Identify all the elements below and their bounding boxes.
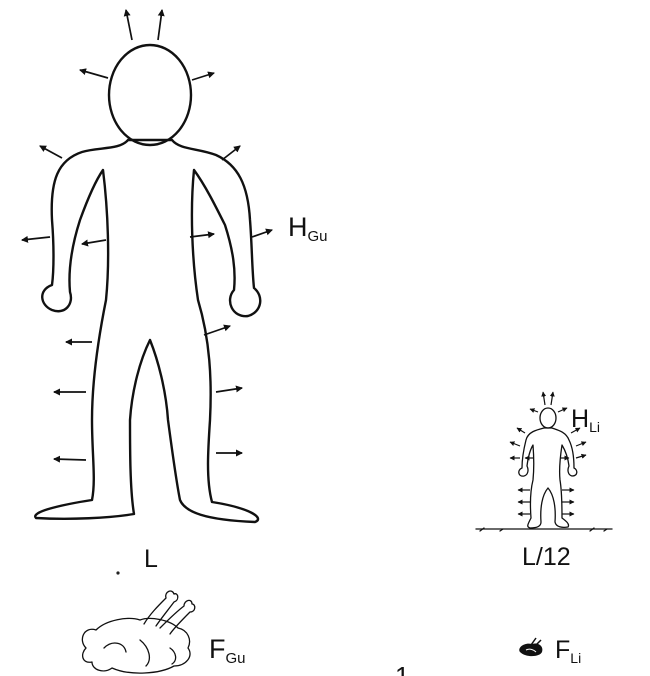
arrow-icon <box>80 70 108 78</box>
arrow-icon <box>216 388 242 392</box>
tiny-roast-chicken-icon <box>519 638 542 656</box>
large-head <box>109 45 191 145</box>
small-head <box>540 408 556 428</box>
arrow-icon <box>252 230 272 237</box>
arrow-icon <box>558 408 567 412</box>
small-size-label: L/12 <box>522 543 571 571</box>
arrow-icon <box>40 146 62 158</box>
roast-chicken-icon <box>82 591 194 673</box>
arrow-icon <box>158 10 162 40</box>
stray-dot <box>116 571 119 574</box>
small-heat-label: HLi <box>571 405 600 435</box>
arrow-icon <box>517 428 525 433</box>
arrow-icon <box>543 392 545 405</box>
large-size-label: L <box>144 545 158 573</box>
large-heat-label: HGu <box>288 212 328 245</box>
arrow-icon <box>82 240 106 244</box>
arrow-icon <box>22 237 50 240</box>
small-food-label: FLi <box>555 636 581 666</box>
footer-digit: 1 <box>395 661 409 676</box>
arrow-icon <box>54 459 86 460</box>
arrow-icon <box>510 442 520 446</box>
small-body-outline <box>519 428 577 528</box>
arrow-icon <box>126 10 132 40</box>
large-food-label: FGu <box>209 634 246 667</box>
arrow-icon <box>190 234 214 237</box>
arrow-icon <box>222 146 240 160</box>
large-body-outline <box>35 140 260 522</box>
large-person-icon <box>35 45 260 522</box>
arrow-icon <box>204 326 230 335</box>
arrow-icon <box>192 73 214 80</box>
arrow-icon <box>576 455 586 458</box>
large-heat-arrows <box>22 10 272 460</box>
arrow-icon <box>530 409 538 412</box>
arrow-icon <box>576 442 586 446</box>
arrow-icon <box>551 392 553 405</box>
